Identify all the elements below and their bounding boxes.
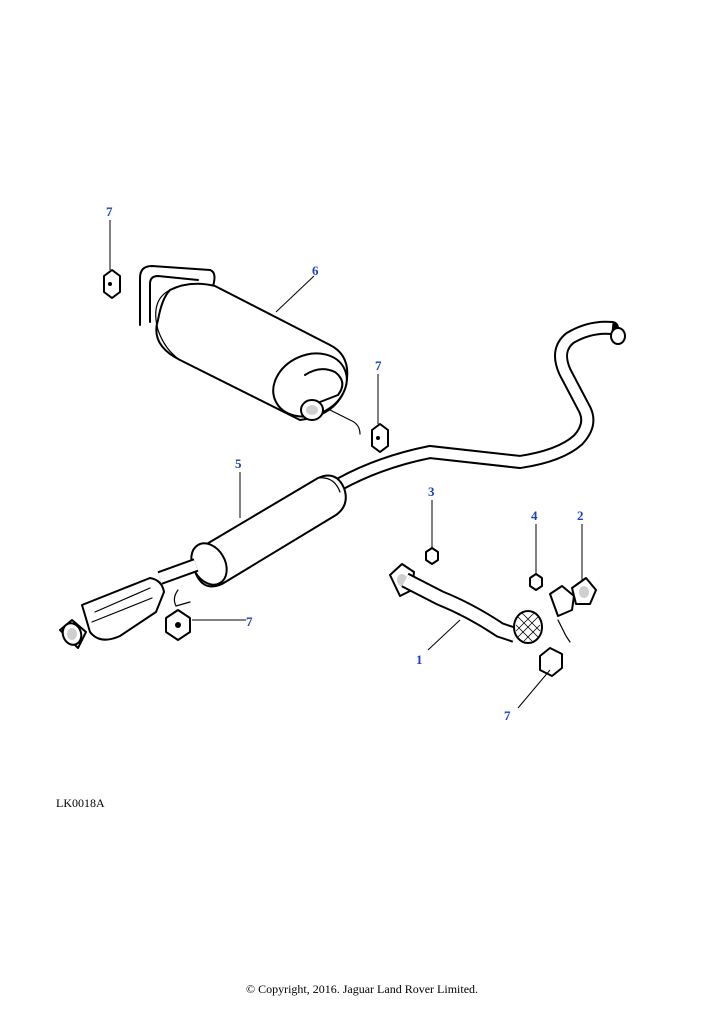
- callout-7-front: 7: [504, 708, 511, 723]
- callout-7-top: 7: [106, 204, 113, 219]
- catalytic-converter: [59, 577, 165, 649]
- mounting-rubber-rear: [371, 374, 389, 453]
- callout-1: 1: [416, 652, 423, 667]
- callout-3: 3: [428, 484, 435, 499]
- mounting-rubber-centre: [165, 609, 246, 641]
- callout-labels: 7 6 7 5 3 4 2 1 7 7: [106, 204, 584, 723]
- callout-5: 5: [235, 456, 242, 471]
- copyright-notice: © Copyright, 2016. Jaguar Land Rover Lim…: [245, 982, 479, 996]
- rear-silencer: [139, 265, 361, 435]
- callout-2: 2: [577, 508, 584, 523]
- callout-7-centre: 7: [246, 614, 253, 629]
- front-pipe: [389, 563, 575, 651]
- diagram-reference-code: LK0018A: [56, 796, 105, 810]
- mounting-rubber-front: [517, 647, 563, 709]
- gasket-2: [571, 524, 597, 605]
- intermediate-pipe: [333, 320, 626, 491]
- mounting-rubber-top: [103, 220, 121, 299]
- callout-7-rear: 7: [375, 358, 382, 373]
- callout-4: 4: [531, 508, 538, 523]
- nut-4: [529, 524, 543, 591]
- centre-silencer: [157, 472, 347, 607]
- nut-3: [425, 500, 439, 565]
- callout-6: 6: [312, 263, 319, 278]
